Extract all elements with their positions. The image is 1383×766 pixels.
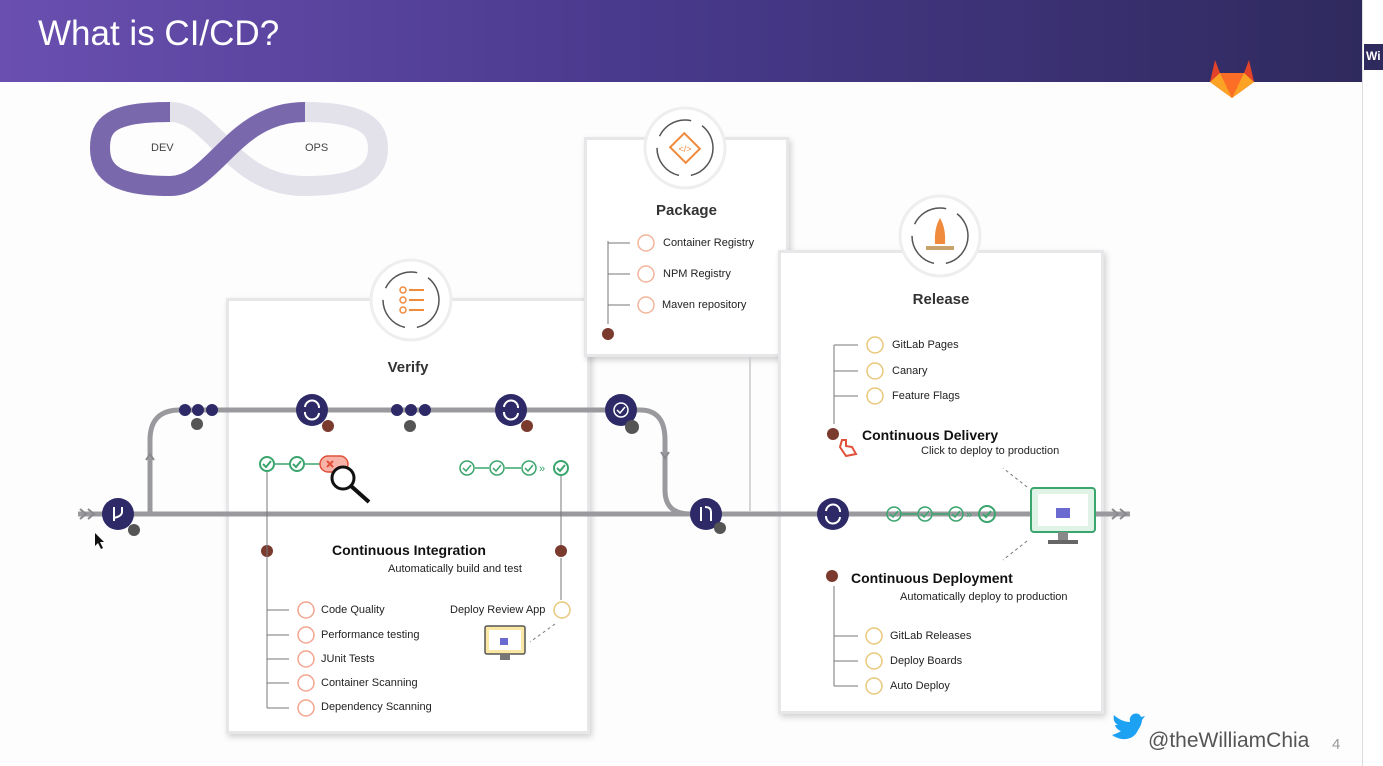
- package-item-npm-registry[interactable]: NPM Registry: [663, 268, 731, 280]
- release-item-canary[interactable]: Canary: [892, 365, 928, 377]
- hand-pointer-icon: [838, 439, 858, 458]
- avatar: [128, 418, 726, 536]
- deploy-job-sequence: »: [886, 505, 996, 523]
- merge-node-icon[interactable]: [690, 498, 722, 530]
- side-tab[interactable]: Wi: [1364, 44, 1383, 70]
- page-number: 4: [1332, 736, 1341, 753]
- feature-track: [118, 407, 691, 517]
- twitter-handle[interactable]: @theWilliamChia: [1148, 729, 1310, 752]
- package-item-container-registry[interactable]: Container Registry: [663, 237, 755, 249]
- approve-node-icon[interactable]: [605, 394, 637, 426]
- branch-node-icon[interactable]: [102, 498, 134, 530]
- devops-loop-icon: [89, 101, 389, 197]
- package-item-icon: [637, 234, 655, 314]
- slide-title: What is CI/CD?: [38, 14, 280, 53]
- twitter-icon[interactable]: [1112, 713, 1145, 740]
- deployment-subheading: Automatically deploy to production: [900, 591, 1068, 603]
- package-code-icon: </>: [643, 106, 727, 190]
- mouse-cursor-icon: [95, 533, 104, 549]
- release-item-gitlab-releases[interactable]: GitLab Releases: [890, 630, 972, 642]
- ops-label: OPS: [305, 142, 329, 154]
- passed-job-sequence: »: [459, 460, 569, 476]
- release-rocket-icon: [898, 194, 982, 278]
- deploy-sync-node-icon[interactable]: [817, 498, 849, 530]
- ci-item-container-scanning[interactable]: Container Scanning: [321, 677, 418, 689]
- ci-item-code-quality[interactable]: Code Quality: [321, 604, 385, 616]
- sync-node-icon[interactable]: [296, 394, 328, 426]
- release-item-deploy-boards[interactable]: Deploy Boards: [890, 655, 963, 667]
- ci-item-junit-tests[interactable]: JUnit Tests: [321, 653, 375, 665]
- cd-subheading: Click to deploy to production: [921, 445, 1060, 457]
- verify-title: Verify: [387, 359, 429, 376]
- cd-heading: Continuous Delivery: [862, 427, 999, 443]
- tree-lines: [266, 241, 1028, 709]
- review-app-monitor-icon: [484, 625, 526, 660]
- failed-job-sequence: [259, 455, 371, 504]
- sync-node-icon[interactable]: [495, 394, 527, 426]
- review-app-label[interactable]: Deploy Review App: [450, 604, 546, 616]
- ci-item-dependency-scanning[interactable]: Dependency Scanning: [321, 701, 432, 713]
- ci-subheading: Automatically build and test: [388, 563, 522, 575]
- release-title: Release: [912, 291, 970, 308]
- production-monitor-icon: [1030, 487, 1096, 544]
- package-title: Package: [656, 202, 717, 219]
- side-strip: [1362, 0, 1383, 766]
- slide-header: [0, 0, 1362, 82]
- gitlab-logo-icon: [1210, 60, 1254, 98]
- ci-heading: Continuous Integration: [332, 542, 486, 558]
- ci-job-icon: [297, 601, 315, 717]
- deployment-heading: Continuous Deployment: [851, 570, 1013, 586]
- release-item-feature-flags[interactable]: Feature Flags: [892, 390, 960, 402]
- package-item-maven-repository[interactable]: Maven repository: [662, 299, 747, 311]
- svg-text:»: »: [966, 509, 972, 521]
- release-item-icon: [553, 336, 884, 695]
- dev-label: DEV: [151, 142, 174, 154]
- verify-checklist-icon: [369, 258, 453, 342]
- track-arrows: [79, 451, 1128, 520]
- svg-text:»: »: [539, 463, 545, 475]
- release-item-gitlab-pages[interactable]: GitLab Pages: [892, 339, 959, 351]
- commit-dots-icon: [179, 404, 431, 416]
- svg-text:</>: </>: [678, 144, 691, 154]
- ci-item-performance-testing[interactable]: Performance testing: [321, 629, 420, 641]
- release-item-auto-deploy[interactable]: Auto Deploy: [890, 680, 950, 692]
